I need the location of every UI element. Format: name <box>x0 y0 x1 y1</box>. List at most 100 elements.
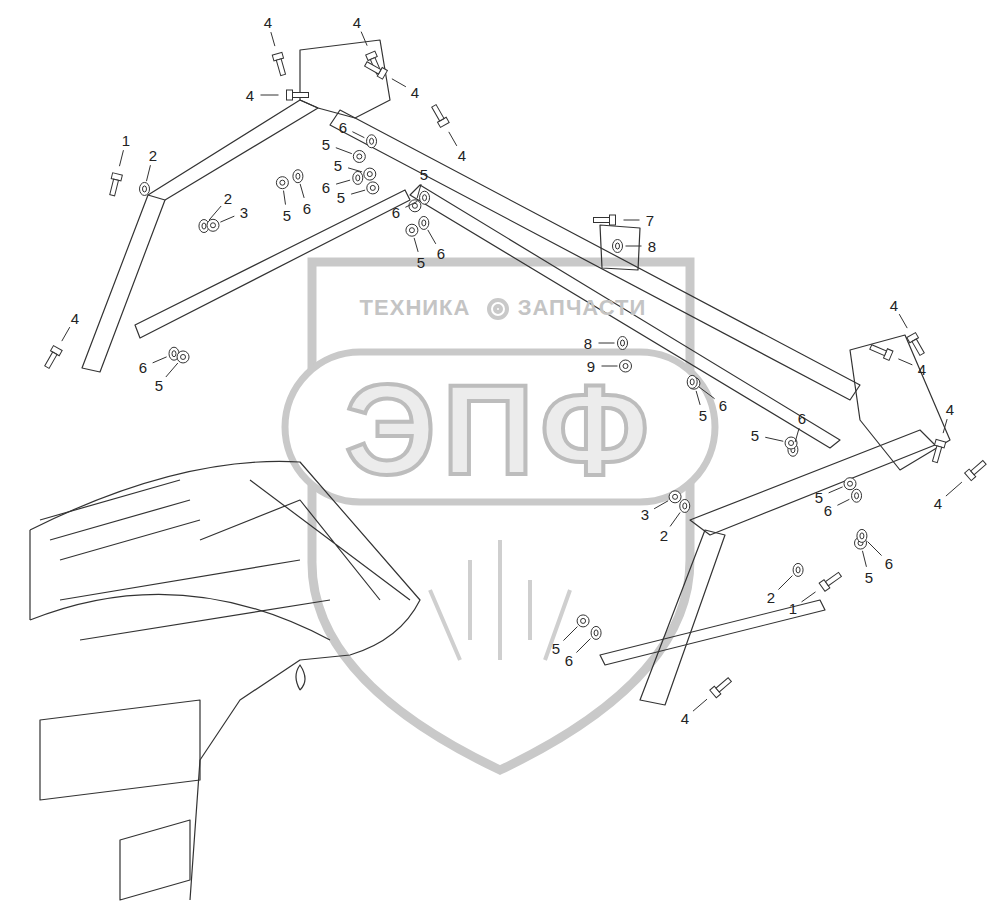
bolt <box>819 570 843 591</box>
washer <box>793 563 803 576</box>
callout-number: 5 <box>699 408 707 423</box>
washer <box>687 375 697 388</box>
callout-number: 6 <box>798 411 806 426</box>
washer <box>857 529 867 542</box>
callout-number: 1 <box>789 601 797 616</box>
leader-line <box>868 542 882 556</box>
callout-number: 5 <box>322 137 330 152</box>
callout-number: 5 <box>751 428 759 443</box>
bolt <box>710 676 733 698</box>
leader-line <box>943 419 947 433</box>
leader-line <box>414 238 418 252</box>
leader-line <box>765 437 783 441</box>
callout-number: 5 <box>283 208 291 223</box>
callout-number: 4 <box>918 362 926 377</box>
watermark-text: ТЕХНИКА <box>360 297 471 319</box>
leader-line <box>862 551 866 567</box>
nut <box>367 182 379 194</box>
leader-line <box>946 482 962 496</box>
callout-number: 4 <box>246 88 254 103</box>
nut <box>577 615 589 627</box>
callout-number: 5 <box>420 167 428 182</box>
watermark-shield <box>285 262 715 770</box>
washer <box>852 489 862 502</box>
leader-line <box>220 216 234 222</box>
washer <box>367 135 377 148</box>
washer <box>353 171 363 184</box>
callout-number: 2 <box>224 191 232 206</box>
leader-line <box>624 220 640 221</box>
callout-number: 6 <box>437 246 445 261</box>
callout-number: 5 <box>155 378 163 393</box>
callout-number: 6 <box>885 556 893 571</box>
callout-number: 5 <box>815 490 823 505</box>
washer <box>618 337 628 350</box>
leader-line <box>837 499 849 505</box>
callout-number: 5 <box>552 641 560 656</box>
leader-line <box>699 387 715 399</box>
bolt <box>965 459 988 481</box>
leader-line <box>361 32 367 46</box>
watermark-text: ЗАПЧАСТИ <box>518 297 647 319</box>
callout-number: 4 <box>890 298 898 313</box>
leader-line <box>348 168 362 172</box>
washer <box>420 191 430 204</box>
callout-number: 7 <box>646 213 654 228</box>
callout-number: 4 <box>353 15 361 30</box>
leader-line <box>795 428 799 442</box>
leader-line <box>899 314 907 328</box>
chassis <box>30 461 420 900</box>
bolt <box>430 103 450 127</box>
nut <box>409 200 421 212</box>
leader-line <box>300 184 304 198</box>
callout-number: 5 <box>865 570 873 585</box>
callout-number: 6 <box>322 180 330 195</box>
leader-line <box>599 343 615 344</box>
callout-number: 6 <box>392 205 400 220</box>
leader-line <box>166 363 178 377</box>
callout-number: 6 <box>339 120 347 135</box>
callout-number: 4 <box>681 711 689 726</box>
callout-number: 4 <box>411 85 419 100</box>
bolt <box>107 173 122 197</box>
nut <box>207 219 219 231</box>
leader-line <box>284 191 286 205</box>
leader-line <box>153 357 167 363</box>
leader-line <box>392 79 406 87</box>
washer <box>680 499 690 512</box>
nut <box>785 437 797 449</box>
nut <box>669 491 681 503</box>
callout-number: 4 <box>264 15 272 30</box>
callout-number: 4 <box>946 402 954 417</box>
callout-number: 8 <box>584 336 592 351</box>
leader-line <box>693 699 707 711</box>
leader-line <box>352 132 364 138</box>
callout-number: 6 <box>139 360 147 375</box>
washer <box>293 170 303 183</box>
nut <box>844 478 856 490</box>
washer <box>591 626 601 639</box>
leader-line <box>62 327 70 341</box>
bolt <box>594 215 616 225</box>
leader-line <box>898 359 912 365</box>
callout-number: 1 <box>122 133 130 148</box>
watermark-gear <box>489 300 507 318</box>
bolt <box>43 346 63 370</box>
leader-line <box>146 165 150 181</box>
leader-line <box>829 487 843 493</box>
callout-number: 3 <box>641 507 649 522</box>
leader-lines <box>62 32 962 712</box>
nut <box>364 168 376 180</box>
callout-number: 6 <box>565 653 573 668</box>
nut <box>353 150 365 162</box>
callout-number: 6 <box>824 503 832 518</box>
nut <box>177 351 189 363</box>
leader-line <box>626 246 642 247</box>
washer <box>140 182 150 195</box>
leader-line <box>261 95 279 96</box>
bolt <box>272 52 288 76</box>
callout-number: 2 <box>149 148 157 163</box>
callout-number: 4 <box>934 496 942 511</box>
leader-line <box>428 230 436 244</box>
